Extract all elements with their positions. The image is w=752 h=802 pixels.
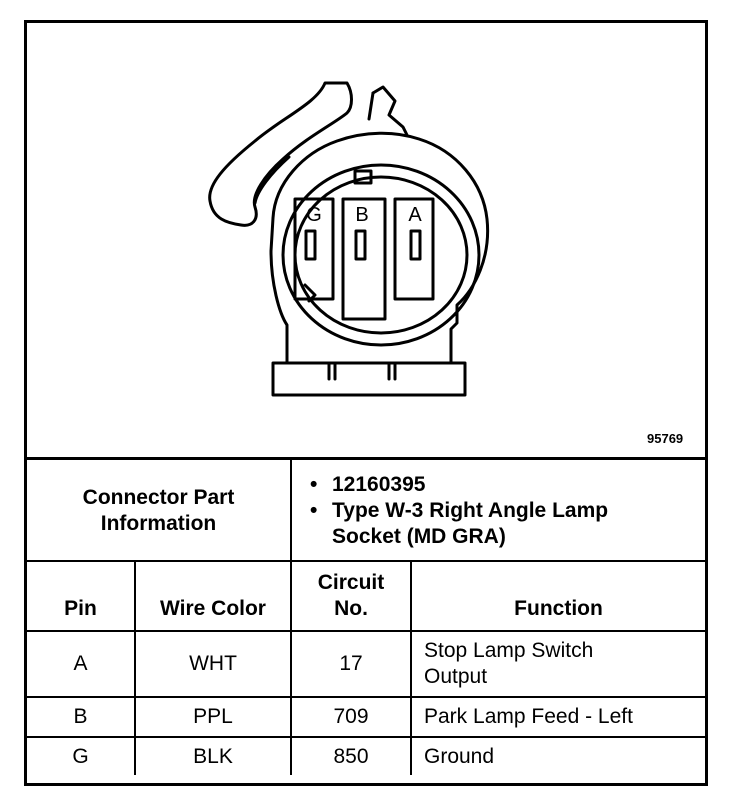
row-pin: A <box>27 630 136 698</box>
pin-label-b: B <box>355 204 368 226</box>
figure-id: 95769 <box>647 431 684 446</box>
row-circuit: 850 <box>290 736 412 775</box>
part-description: Type W-3 Right Angle Lamp Socket (MD GRA… <box>310 498 705 550</box>
table-row: G BLK 850 Ground <box>27 736 705 775</box>
key-notch <box>353 169 373 185</box>
latch-tab <box>371 85 409 137</box>
connector-body <box>269 131 490 397</box>
pin-label-a: A <box>408 204 422 226</box>
row-function: Stop Lamp Switch Output <box>410 630 705 698</box>
header-wire-color: Wire Color <box>134 560 292 632</box>
table-row: B PPL 709 Park Lamp Feed - Left <box>27 696 705 738</box>
pin-label-g: G <box>306 204 322 226</box>
terminal-cavity-a <box>393 197 435 301</box>
row-wire-color: PPL <box>134 696 292 738</box>
table-row: A WHT 17 Stop Lamp Switch Output <box>27 630 705 698</box>
row-wire-color: BLK <box>134 736 292 775</box>
socket-opening <box>281 163 481 347</box>
row-function: Ground <box>410 736 705 775</box>
row-function: Park Lamp Feed - Left <box>410 696 705 738</box>
row-pin: B <box>27 696 136 738</box>
connector-diagram-frame: G B A 95769 Connector Part Information 1… <box>24 20 708 786</box>
connector-info-details: 12160395 Type W-3 Right Angle Lamp Socke… <box>290 457 705 562</box>
locking-lever <box>208 81 353 227</box>
header-pin: Pin <box>27 560 136 632</box>
connector-info-label: Connector Part Information <box>27 457 292 562</box>
terminal-cavity-b <box>341 197 387 321</box>
row-circuit: 709 <box>290 696 412 738</box>
row-wire-color: WHT <box>134 630 292 698</box>
terminal-blade-a <box>409 229 422 261</box>
header-circuit: Circuit No. <box>290 560 412 632</box>
row-circuit: 17 <box>290 630 412 698</box>
header-function: Function <box>410 560 705 632</box>
connector-drawing: G B A <box>208 81 490 397</box>
pin-table-header: Pin Wire Color Circuit No. Function <box>27 560 705 632</box>
terminal-cavity-g <box>293 197 335 301</box>
row-pin: G <box>27 736 136 775</box>
connector-info-table: Connector Part Information 12160395 Type… <box>27 457 705 562</box>
pin-table: Pin Wire Color Circuit No. Function A WH… <box>27 560 705 775</box>
terminal-blade-g <box>304 229 317 261</box>
terminal-blade-b <box>354 229 367 261</box>
part-number: 12160395 <box>310 472 705 498</box>
